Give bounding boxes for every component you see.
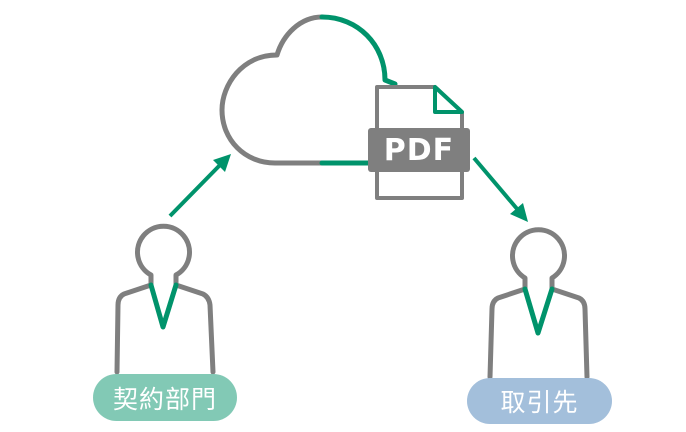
pdf-label-band — [368, 128, 470, 172]
upload-arrow — [168, 154, 231, 218]
business-partner-label: 取引先 — [467, 378, 612, 424]
person-icon — [114, 223, 216, 375]
pdf-file-icon — [368, 85, 470, 200]
person-icon — [487, 227, 590, 380]
cloud-icon — [219, 14, 398, 166]
contract-department-label: 契約部門 — [93, 374, 237, 421]
pdf-label: PDF — [383, 132, 455, 168]
download-arrow — [472, 156, 528, 222]
